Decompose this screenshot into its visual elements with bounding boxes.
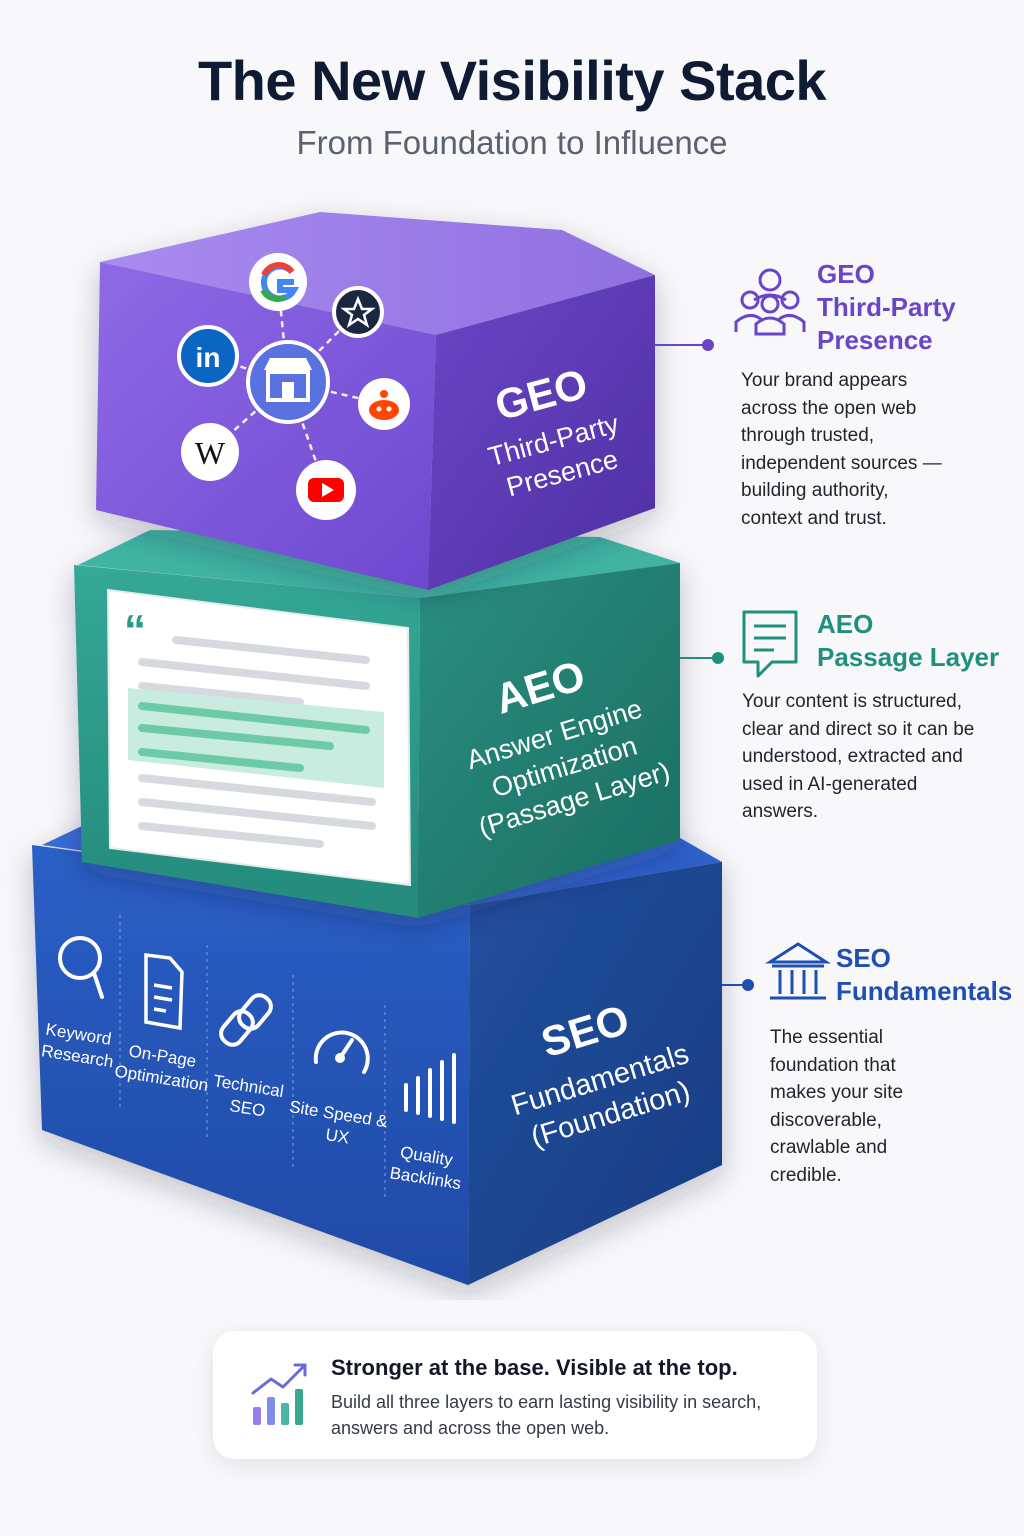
aeo-panel-title: AEO Passage Layer	[817, 609, 1000, 672]
geo-block-top	[100, 212, 655, 335]
geo-panel-body: Your brand appears across the open web t…	[741, 370, 942, 529]
people-group-icon	[734, 268, 806, 336]
visibility-stack-diagram: Keyword Research On-Page Optimization Te…	[32, 212, 832, 1285]
callout-body: Build all three layers to earn lasting v…	[331, 1392, 762, 1438]
reddit-icon	[358, 378, 410, 430]
seo-block-side	[468, 862, 722, 1285]
page-subtitle: From Foundation to Influence	[296, 124, 728, 161]
seo-panel-title: SEO Fundamentals	[836, 943, 1013, 1006]
wikipedia-icon: W	[181, 423, 239, 481]
geo-panel-title: GEO Third-Party Presence	[817, 259, 956, 355]
speedometer-icon	[313, 1030, 370, 1074]
seo-pillar-dividers	[119, 915, 386, 1200]
quote-icon: “	[124, 606, 146, 655]
svg-text:W: W	[195, 435, 226, 471]
aeo-connector	[680, 652, 724, 664]
chat-document-icon	[742, 610, 798, 678]
page-title: The New Visibility Stack	[197, 49, 827, 112]
bar-chart-icon	[404, 1053, 456, 1124]
answer-card: “	[106, 588, 412, 887]
magnifier-icon	[58, 936, 104, 999]
aeo-block-side	[418, 563, 680, 918]
seo-connector	[722, 979, 754, 991]
geo-block-side	[428, 275, 655, 590]
storefront-icon	[246, 340, 330, 424]
callout-card: Stronger at the base. Visible at the top…	[213, 1331, 817, 1459]
geo-block	[96, 212, 655, 590]
aeo-panel-body: Your content is structured, clear and di…	[742, 691, 975, 822]
callout-headline: Stronger at the base. Visible at the top…	[331, 1355, 738, 1380]
seo-block-front	[32, 845, 470, 1285]
google-icon	[249, 253, 307, 311]
chain-link-icon	[219, 993, 273, 1047]
growth-chart-icon	[251, 1363, 307, 1425]
columns-building-icon	[764, 942, 832, 1000]
linkedin-icon: in	[177, 325, 239, 387]
svg-text:in: in	[196, 342, 221, 373]
geo-connector	[655, 339, 714, 351]
document-icon	[144, 953, 184, 1031]
seo-panel-body: The essential foundation that makes your…	[770, 1027, 904, 1186]
youtube-icon	[296, 460, 356, 520]
star-icon	[332, 286, 384, 338]
